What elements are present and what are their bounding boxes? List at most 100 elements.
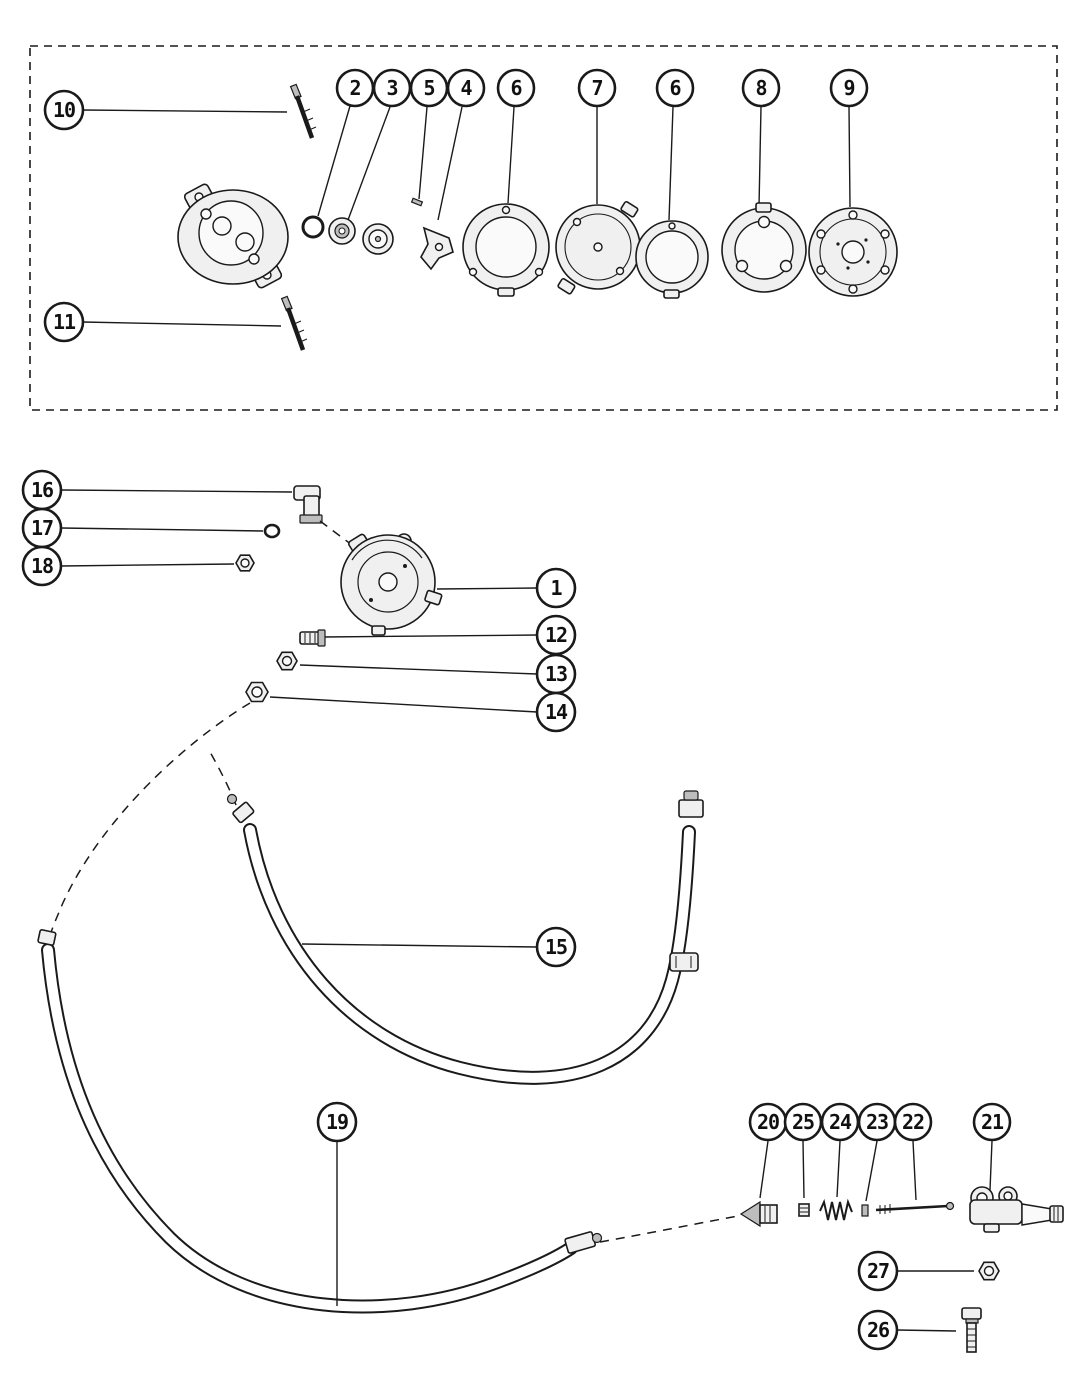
valve-pin-part <box>861 1204 869 1217</box>
callout-label: 11 <box>53 310 76 334</box>
pump-body-part <box>808 207 898 297</box>
callout-label: 20 <box>757 1110 779 1134</box>
callout-7: 7 <box>577 68 617 108</box>
callout-23: 23 <box>857 1102 897 1142</box>
valve-body-part <box>969 1186 1064 1233</box>
callout-label: 18 <box>31 554 53 578</box>
leader-line-4 <box>437 106 463 221</box>
callout-18: 18 <box>21 545 63 587</box>
dashed-border <box>29 45 1058 411</box>
callout-14: 14 <box>535 691 577 733</box>
lower-hose-fitting-top <box>37 929 57 946</box>
callout-11: 11 <box>43 301 85 343</box>
callout-label: 14 <box>545 700 568 724</box>
lower-fuel-hose-group: 19 <box>37 929 739 1314</box>
leader-line-22 <box>912 1140 917 1201</box>
leader-line-5 <box>418 106 428 200</box>
valve-plate-part <box>721 202 807 293</box>
callout-16: 16 <box>21 469 63 511</box>
compression-nut-part <box>235 554 255 572</box>
upper-hose-fill <box>245 825 694 1083</box>
callout-2: 2 <box>335 68 375 108</box>
callout-label: 10 <box>53 98 75 122</box>
retainer-pin-part <box>410 197 424 207</box>
callout-label: 9 <box>843 76 854 100</box>
leader-line-13 <box>299 664 538 675</box>
callout-label: 25 <box>792 1110 814 1134</box>
callout-24: 24 <box>820 1102 860 1142</box>
callout-15: 15 <box>535 926 577 968</box>
callout-9: 9 <box>829 68 869 108</box>
callout-label: 16 <box>31 478 53 502</box>
leader-line-23 <box>865 1140 878 1202</box>
callout-label: 27 <box>867 1259 889 1283</box>
leader-line-25 <box>802 1140 805 1199</box>
callout-5: 5 <box>409 68 449 108</box>
callout-21: 21 <box>972 1102 1012 1142</box>
callout-label: 26 <box>867 1318 889 1342</box>
leader-line-9 <box>848 106 851 208</box>
fuel-filter-assembly-part <box>340 533 443 636</box>
hex-fitting-part <box>276 651 298 671</box>
callout-17: 17 <box>21 507 63 549</box>
callout-label: 12 <box>545 623 567 647</box>
mounting-screw-upper-part <box>289 83 317 139</box>
callout-label: 13 <box>545 662 567 686</box>
callout-6a: 6 <box>496 68 536 108</box>
check-valve-group: 20 25 24 23 22 21 27 26 <box>739 1102 1064 1353</box>
callout-label: 5 <box>423 76 434 100</box>
callout-8: 8 <box>741 68 781 108</box>
routing-dashed-to-valve <box>599 1215 739 1243</box>
callout-6b: 6 <box>655 68 695 108</box>
callout-label: 24 <box>829 1110 852 1134</box>
callout-label: 2 <box>349 76 360 100</box>
leader-line-14 <box>269 696 538 713</box>
mounting-screw-lower-part <box>280 295 308 351</box>
tube-nut-part <box>245 681 269 703</box>
leader-line-1 <box>436 587 538 590</box>
diaphragm-part <box>362 223 394 255</box>
callout-label: 6 <box>510 76 521 100</box>
spring-part <box>819 1198 853 1221</box>
pump-lever-part <box>420 226 454 271</box>
straight-fitting-part <box>299 629 326 647</box>
leader-line-18 <box>60 563 235 567</box>
leader-line-6a <box>507 106 515 204</box>
callout-27: 27 <box>857 1250 899 1292</box>
exploded-view-box: 10 2 3 5 4 6 7 6 8 9 11 <box>29 45 1058 411</box>
upper-hose-outline <box>243 823 696 1085</box>
leader-line-21 <box>989 1140 993 1191</box>
callout-label: 21 <box>981 1110 1004 1134</box>
hose-end-fitting-right <box>678 790 704 818</box>
upper-fuel-hose-group: 15 <box>48 702 704 1085</box>
callout-3: 3 <box>372 68 412 108</box>
callout-label: 15 <box>545 935 567 959</box>
leader-line-24 <box>836 1140 841 1198</box>
callout-25: 25 <box>783 1102 823 1142</box>
leader-line-12 <box>323 634 538 638</box>
pump-cover-part <box>555 201 641 295</box>
lower-hose-fitting-end <box>564 1231 603 1254</box>
mounting-bolt-part <box>961 1307 982 1353</box>
gasket-rear-part <box>635 220 709 299</box>
leader-line-2 <box>317 105 351 217</box>
callout-label: 19 <box>326 1110 348 1134</box>
callout-19: 19 <box>316 1101 358 1143</box>
leader-line-3 <box>347 106 391 221</box>
cone-connector-part <box>739 1200 778 1228</box>
callout-10: 10 <box>43 89 85 131</box>
elbow-fitting-part <box>293 485 323 524</box>
callout-26: 26 <box>857 1309 899 1351</box>
callout-label: 8 <box>755 76 766 100</box>
valve-rod-part <box>875 1201 955 1214</box>
callout-13: 13 <box>535 653 577 695</box>
leader-line-15 <box>301 943 538 948</box>
callout-label: 23 <box>866 1110 888 1134</box>
leader-line-11 <box>82 321 282 327</box>
hose-end-fitting-left <box>226 793 255 824</box>
callout-label: 1 <box>550 576 562 600</box>
washer-part <box>263 523 281 539</box>
callout-label: 17 <box>31 516 53 540</box>
leader-line-20 <box>759 1140 769 1199</box>
